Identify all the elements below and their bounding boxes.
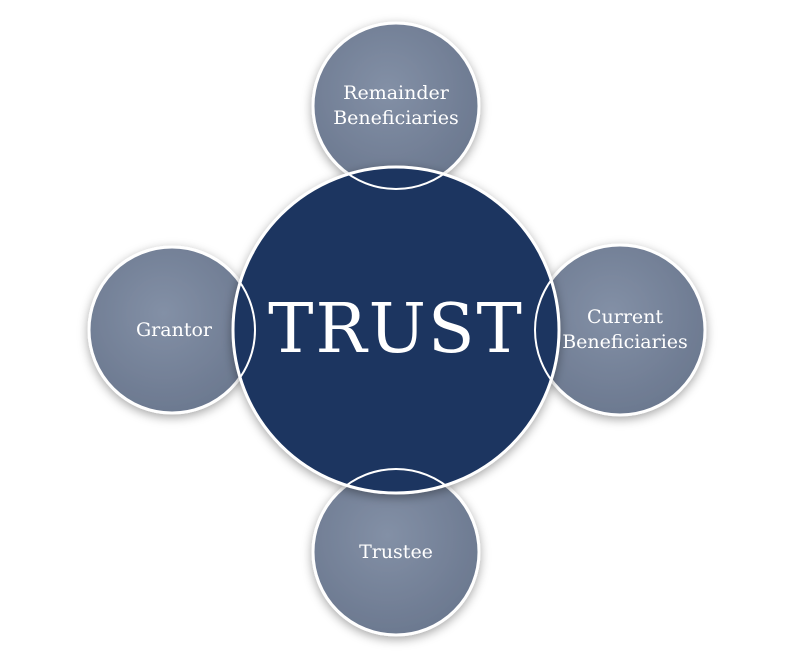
node-left-label: Grantor [136, 318, 212, 341]
overlap-top-outline [312, 167, 480, 190]
node-bottom-label: Trustee [359, 540, 433, 563]
node-right-label: Current Beneficiaries [562, 306, 688, 353]
node-top-label: Remainder Beneficiaries [333, 82, 459, 129]
overlap-left-outline [233, 246, 256, 414]
center-label: TRUST [268, 289, 524, 369]
overlap-right-outline [534, 244, 559, 416]
center-circle [231, 165, 561, 495]
overlap-bottom-outline [312, 468, 480, 493]
overlap-outlines [233, 167, 559, 493]
